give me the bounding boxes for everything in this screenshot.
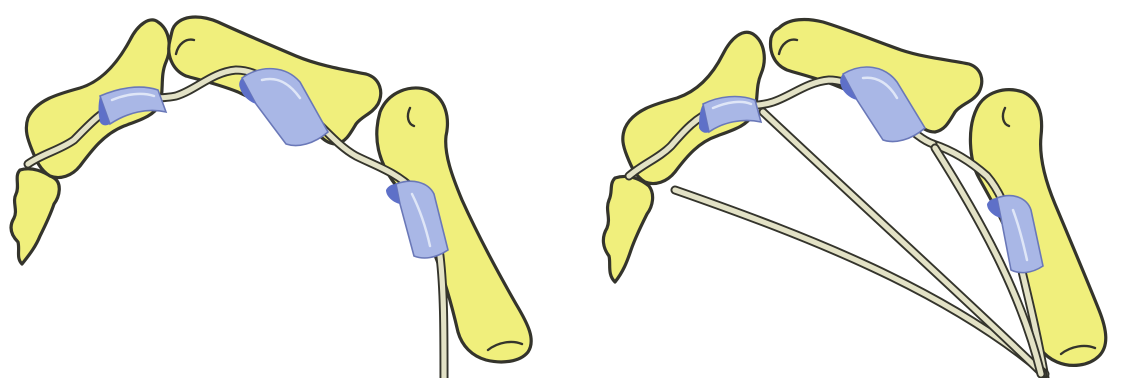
bowstring-chord-1 bbox=[675, 190, 1045, 374]
metacarpal-fragment-left bbox=[11, 169, 59, 264]
metacarpal-fragment-right bbox=[603, 176, 652, 282]
distal-phalanx-left bbox=[377, 88, 531, 362]
panel-pulley-intact bbox=[0, 0, 567, 378]
panel-pulley-bowstringing bbox=[567, 0, 1134, 378]
bowstring-chord-1-outline bbox=[675, 190, 1045, 374]
